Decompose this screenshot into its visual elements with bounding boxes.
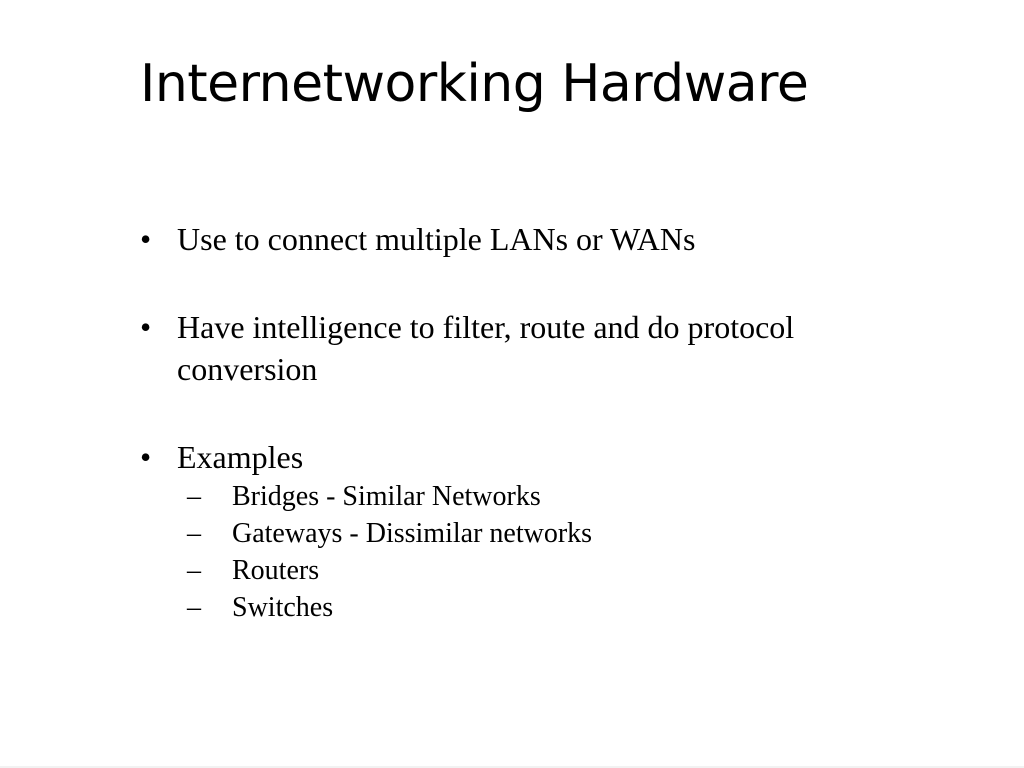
sub-bullet-text: Bridges - Similar Networks bbox=[232, 481, 541, 512]
sub-bullet-text: Routers bbox=[232, 555, 320, 586]
bullet-text: Examples bbox=[177, 439, 304, 475]
bullet-item: • Examples – Bridges - Similar Networks … bbox=[140, 436, 900, 626]
slide-title: Internetworking Hardware bbox=[140, 54, 809, 114]
bullet-list: • Use to connect multiple LANs or WANs •… bbox=[140, 218, 900, 672]
dash-marker-icon: – bbox=[187, 592, 201, 623]
sub-bullet-item: – Routers bbox=[187, 552, 900, 589]
bullet-text: Use to connect multiple LANs or WANs bbox=[177, 221, 696, 257]
bullet-marker-icon: • bbox=[140, 309, 152, 345]
bullet-text: Have intelligence to filter, route and d… bbox=[177, 309, 795, 387]
bullet-marker-icon: • bbox=[140, 221, 152, 257]
sub-bullet-text: Gateways - Dissimilar networks bbox=[232, 518, 593, 549]
bullet-marker-icon: • bbox=[140, 439, 152, 475]
dash-marker-icon: – bbox=[187, 518, 201, 549]
sub-bullet-item: – Bridges - Similar Networks bbox=[187, 478, 900, 515]
footer-divider bbox=[0, 766, 1024, 768]
dash-marker-icon: – bbox=[187, 481, 201, 512]
bullet-item: • Use to connect multiple LANs or WANs bbox=[140, 218, 900, 260]
sub-bullet-item: – Switches bbox=[187, 589, 900, 626]
sub-bullet-item: – Gateways - Dissimilar networks bbox=[187, 515, 900, 552]
sub-bullet-list: – Bridges - Similar Networks – Gateways … bbox=[177, 478, 900, 626]
sub-bullet-text: Switches bbox=[232, 592, 334, 623]
bullet-item: • Have intelligence to filter, route and… bbox=[140, 306, 900, 390]
dash-marker-icon: – bbox=[187, 555, 201, 586]
